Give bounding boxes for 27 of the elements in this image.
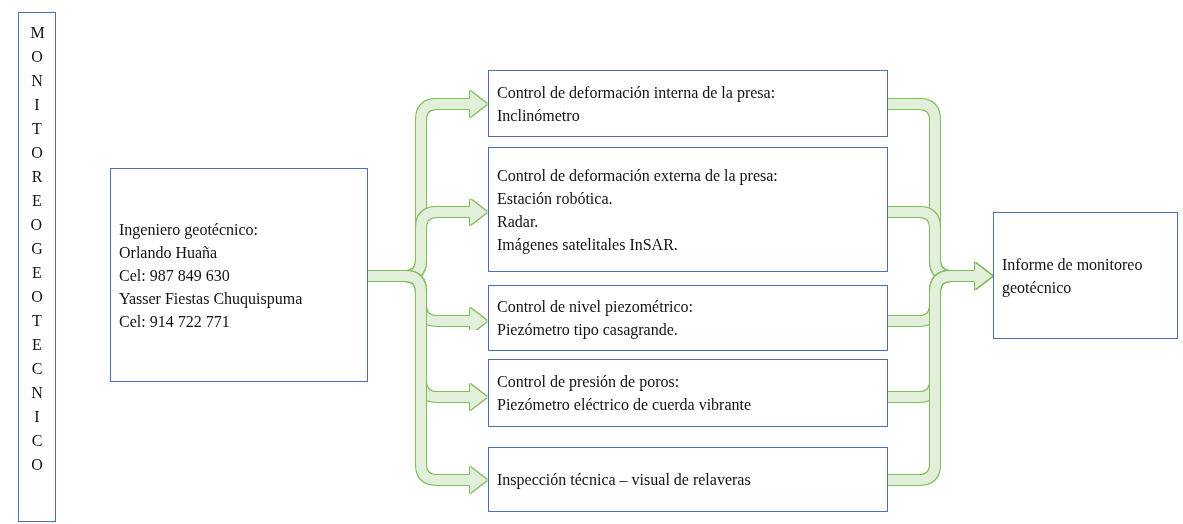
box-text: Inclinómetro <box>497 105 581 126</box>
process-box <box>488 285 888 351</box>
box-text: Piezómetro tipo casagrande. <box>497 320 679 341</box>
box-text: Control de presión de poros: <box>497 372 681 393</box>
box-text: Control de deformación externa de la presa: <box>497 165 779 187</box>
process-box <box>488 147 888 272</box>
box-text: Cel: 987 849 630 <box>119 265 231 286</box>
title-column <box>18 12 56 522</box>
box-text: Radar. <box>497 211 540 232</box>
process-box <box>488 70 888 137</box>
process-box <box>488 447 888 512</box>
box-text: Imágenes satelitales InSAR. <box>497 234 679 256</box>
box-text: Ingeniero geotécnico: <box>119 219 260 241</box>
box-text: Piezómetro eléctrico de cuerda vibrante <box>497 395 753 415</box>
box-text: Informe de monitoreo geotécnico <box>1002 254 1144 299</box>
box-text: Control de deformación interna de la presa: <box>497 82 777 104</box>
box-text: Estación robótica. <box>497 188 614 209</box>
process-box <box>488 359 888 427</box>
block-arrow <box>56 263 109 289</box>
vertical-title: MONITOREO GEOTECNICO <box>30 23 44 475</box>
box-text: Yasser Fiestas Chuquispuma <box>119 288 304 310</box>
process-box <box>110 168 368 382</box>
process-box <box>993 212 1178 339</box>
box-text: Cel: 914 722 771 <box>119 311 231 332</box>
box-text: Inspección técnica – visual de relaveras <box>497 470 752 491</box>
box-text: Orlando Huaña <box>119 242 219 263</box>
box-text: Control de nivel piezométrico: <box>497 297 694 318</box>
